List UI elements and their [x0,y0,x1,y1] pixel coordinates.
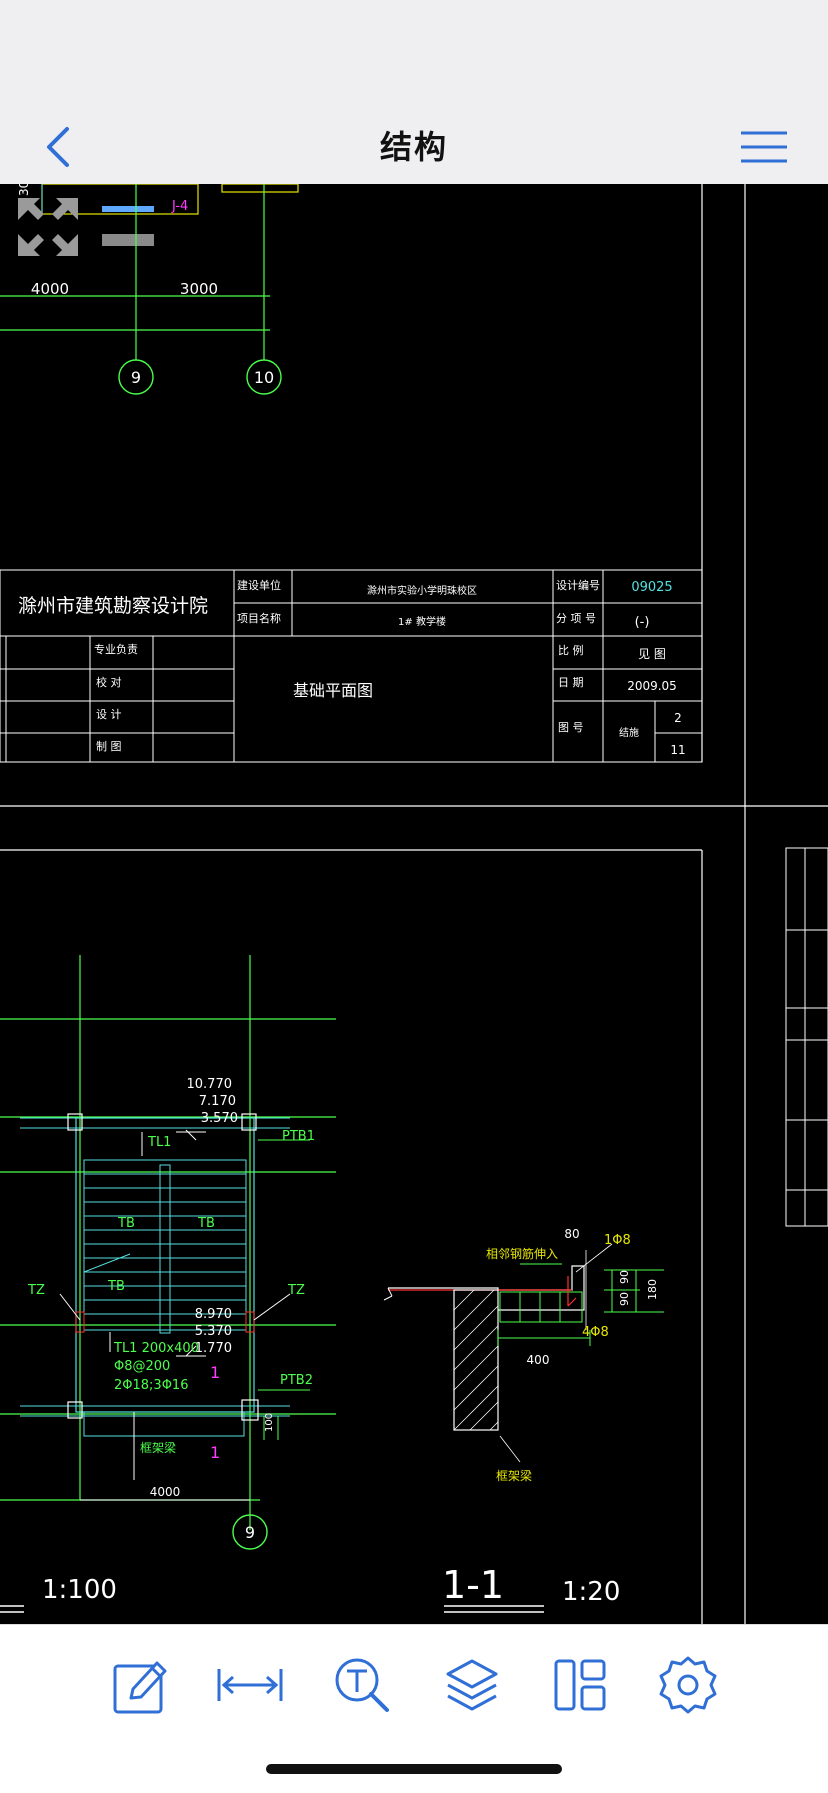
title-block-text: 滁州市建筑勘察设计院 建设单位 滁州市实验小学明珠校区 项目名称 1# 教学楼 … [18,578,686,757]
build-unit-value: 滁州市实验小学明珠校区 [367,584,477,597]
build-unit-label: 建设单位 [237,578,281,592]
measure-button[interactable] [214,1649,286,1721]
text-search-icon [335,1658,389,1712]
axis-label-10: 10 [254,368,274,387]
note-stirrup: Φ8@200 [114,1359,170,1374]
back-button[interactable] [30,118,86,176]
section-title: 1-1 [442,1563,504,1607]
elevation-1770: 1.770 [195,1341,232,1356]
dim-4000: 4000 [31,280,69,298]
dim-180: 180 [646,1279,659,1300]
section-scale: 1:20 [562,1577,620,1607]
check-label: 校 对 [96,675,122,689]
label-frame-beam: 框架梁 [140,1440,176,1455]
hamburger-menu-icon [741,131,787,163]
elevation-5370: 5.370 [195,1324,232,1339]
sheet-sub: 结施 [619,726,639,739]
elevation-8970: 8.970 [195,1307,232,1322]
navigation-bar: 结构 [0,110,828,185]
text-search-button[interactable] [326,1649,398,1721]
expand-icon[interactable] [18,198,78,256]
tag-j4: J-4 [171,199,188,214]
chevron-left-icon [47,127,69,167]
menu-button[interactable] [736,122,792,172]
dim-4000-lower: 4000 [150,1485,181,1499]
label-ptb1: PTB1 [282,1129,315,1144]
date-label: 日 期 [558,676,584,689]
sheet-label: 图 号 [558,721,584,734]
stair-plan: 10.770 7.170 3.570 TL1 PTB1 TB TB TB TZ … [0,955,336,1613]
dim-100: 100 [264,1413,275,1432]
layout-icon [554,1659,606,1711]
stair-plan-scale: 1:100 [42,1575,117,1605]
layout-button[interactable] [544,1649,616,1721]
section-1-1: 相邻钢筋伸入 80 1Φ8 90 90 180 4Φ8 400 框架梁 1-1 … [383,1227,664,1613]
label-tb-right: TB [197,1216,215,1231]
project-name-label: 项目名称 [237,611,281,625]
settings-button[interactable] [652,1649,724,1721]
gear-icon [659,1656,717,1714]
dim-90-upper: 90 [618,1270,631,1284]
measure-distance-icon [217,1669,283,1701]
design-label: 设 计 [96,708,122,721]
project-name-value: 1# 教学楼 [398,615,446,628]
scale-value: 见 图 [638,647,666,661]
dim-3000: 3000 [180,280,218,298]
design-no-value: 09025 [631,580,672,595]
label-ptb2: PTB2 [280,1373,313,1388]
sheet-frames [0,184,828,1624]
sheet-total: 11 [670,743,685,757]
label-4phi8: 4Φ8 [582,1325,609,1340]
dim-400: 400 [527,1353,550,1367]
sub-no-label: 分 项 号 [556,612,596,625]
major-lead-label: 专业负责 [94,642,138,656]
dim-90-lower: 90 [618,1292,631,1306]
layers-icon [446,1659,498,1711]
axis-label-9: 9 [131,368,141,387]
axis-label-9-lower: 9 [245,1523,255,1542]
elevation-3570: 3.570 [201,1111,238,1126]
sub-no-value: (-) [635,615,650,630]
section-mark-lower: 1 [210,1443,220,1462]
top-plan-fragment: 30 J-4 4000 3000 9 10 [0,184,299,395]
elevation-7170: 7.170 [199,1094,236,1109]
label-rebar-extend: 相邻钢筋伸入 [486,1246,558,1261]
design-no-label: 设计编号 [556,578,600,592]
markup-button[interactable] [104,1649,176,1721]
institute-name: 滁州市建筑勘察设计院 [18,595,208,617]
label-tz-right: TZ [287,1283,305,1298]
label-tb-left: TB [117,1216,135,1231]
label-1phi8: 1Φ8 [604,1233,631,1248]
label-tz-left: TZ [27,1283,45,1298]
note-tl1-size: TL1 200x400 [113,1341,199,1356]
layers-button[interactable] [436,1649,508,1721]
drawing-canvas[interactable]: 30 J-4 4000 3000 9 10 [0,184,828,1624]
page-title: 结构 [379,128,448,166]
sheet-number: 2 [674,711,682,725]
dim-80: 80 [564,1227,579,1241]
adjacent-sheet-strip [785,847,828,1227]
home-indicator[interactable] [266,1764,562,1774]
drawing-title: 基础平面图 [293,681,373,700]
scale-label: 比 例 [558,643,584,657]
label-frame-beam-section: 框架梁 [496,1468,532,1483]
label-tl1: TL1 [147,1135,171,1150]
date-value: 2009.05 [627,679,677,693]
status-bar [0,0,828,110]
label-tb-lower: TB [107,1279,125,1294]
note-main-bars: 2Φ18;3Φ16 [114,1378,188,1393]
elevation-10770: 10.770 [187,1077,233,1092]
title-block [0,569,703,763]
draw-label: 制 图 [96,740,122,753]
cad-drawing: 30 J-4 4000 3000 9 10 [0,184,828,1624]
section-mark-upper: 1 [210,1363,220,1382]
pencil-edit-icon [113,1661,167,1714]
label-30: 30 [17,184,31,196]
